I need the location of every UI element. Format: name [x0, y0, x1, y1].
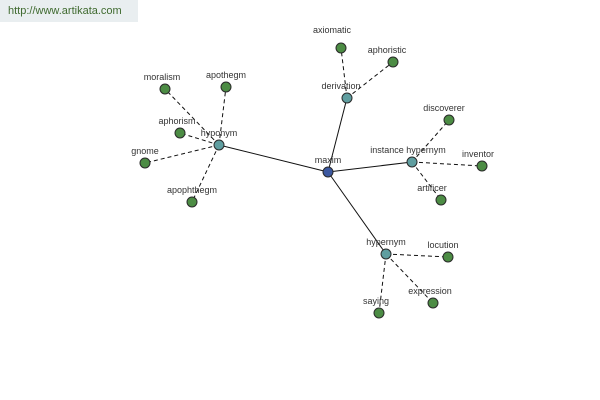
edge-instance_hypernym-discoverer: [411, 119, 450, 163]
node-circle-apophthegm[interactable]: [186, 196, 198, 208]
node-apophthegm[interactable]: apophthegm: [167, 185, 217, 208]
node-inventor[interactable]: inventor: [462, 149, 494, 172]
node-circle-gnome[interactable]: [139, 157, 151, 169]
node-label-saying: saying: [363, 296, 389, 306]
node-hyponym[interactable]: hyponym: [201, 128, 238, 151]
node-circle-maxim[interactable]: [322, 166, 334, 178]
edge-maxim-instance_hypernym: [327, 161, 413, 173]
edge-hypernym-locution: [385, 253, 449, 258]
edge-hypernym-saying: [378, 253, 387, 314]
edge-maxim-hypernym: [327, 171, 387, 255]
node-circle-aphoristic[interactable]: [387, 56, 399, 68]
node-artificer[interactable]: artificer: [417, 183, 447, 206]
node-label-locution: locution: [427, 240, 458, 250]
node-hypernym[interactable]: hypernym: [366, 237, 406, 260]
node-circle-discoverer[interactable]: [443, 114, 455, 126]
node-circle-saying[interactable]: [373, 307, 385, 319]
node-moralism[interactable]: moralism: [144, 72, 181, 95]
node-label-gnome: gnome: [131, 146, 159, 156]
node-maxim[interactable]: maxim: [315, 155, 342, 178]
node-apothegm[interactable]: apothegm: [206, 70, 246, 93]
edge-instance_hypernym-artificer: [411, 161, 442, 201]
node-axiomatic[interactable]: axiomatic: [313, 25, 352, 54]
node-label-instance_hypernym: instance hypernym: [370, 145, 446, 155]
node-circle-moralism[interactable]: [159, 83, 171, 95]
node-label-hypernym: hypernym: [366, 237, 406, 247]
node-label-aphorism: aphorism: [158, 116, 195, 126]
node-aphoristic[interactable]: aphoristic: [368, 45, 407, 68]
node-saying[interactable]: saying: [363, 296, 389, 319]
node-circle-derivation[interactable]: [341, 92, 353, 104]
node-label-artificer: artificer: [417, 183, 447, 193]
node-circle-hypernym[interactable]: [380, 248, 392, 260]
node-label-apophthegm: apophthegm: [167, 185, 217, 195]
node-label-maxim: maxim: [315, 155, 342, 165]
node-label-expression: expression: [408, 286, 452, 296]
node-label-apothegm: apothegm: [206, 70, 246, 80]
edge-hyponym-gnome: [144, 144, 220, 164]
node-label-hyponym: hyponym: [201, 128, 238, 138]
node-circle-locution[interactable]: [442, 251, 454, 263]
node-gnome[interactable]: gnome: [131, 146, 159, 169]
node-circle-expression[interactable]: [427, 297, 439, 309]
edge-maxim-hyponym: [218, 144, 329, 173]
node-label-discoverer: discoverer: [423, 103, 465, 113]
node-discoverer[interactable]: discoverer: [423, 103, 465, 126]
node-aphorism[interactable]: aphorism: [158, 116, 196, 139]
edge-derivation-axiomatic: [340, 47, 348, 99]
node-label-derivation: derivation: [321, 81, 360, 91]
edge-hyponym-moralism: [164, 88, 220, 146]
edge-hyponym-apothegm: [218, 86, 227, 146]
node-label-aphoristic: aphoristic: [368, 45, 407, 55]
node-expression[interactable]: expression: [408, 286, 452, 309]
node-derivation[interactable]: derivation: [321, 81, 361, 104]
edge-hyponym-apophthegm: [191, 144, 220, 203]
node-circle-inventor[interactable]: [476, 160, 488, 172]
node-locution[interactable]: locution: [427, 240, 459, 263]
node-label-moralism: moralism: [144, 72, 181, 82]
edge-instance_hypernym-inventor: [411, 161, 483, 167]
edge-hypernym-expression: [385, 253, 434, 304]
node-instance_hypernym[interactable]: instance hypernym: [370, 145, 446, 168]
node-label-inventor: inventor: [462, 149, 494, 159]
node-label-axiomatic: axiomatic: [313, 25, 352, 35]
node-circle-artificer[interactable]: [435, 194, 447, 206]
node-circle-instance_hypernym[interactable]: [406, 156, 418, 168]
watermark-url: http://www.artikata.com: [0, 0, 138, 22]
edge-derivation-aphoristic: [346, 61, 394, 99]
node-circle-apothegm[interactable]: [220, 81, 232, 93]
node-circle-axiomatic[interactable]: [335, 42, 347, 54]
node-circle-aphorism[interactable]: [174, 127, 186, 139]
edge-maxim-derivation: [327, 97, 348, 173]
node-circle-hyponym[interactable]: [213, 139, 225, 151]
